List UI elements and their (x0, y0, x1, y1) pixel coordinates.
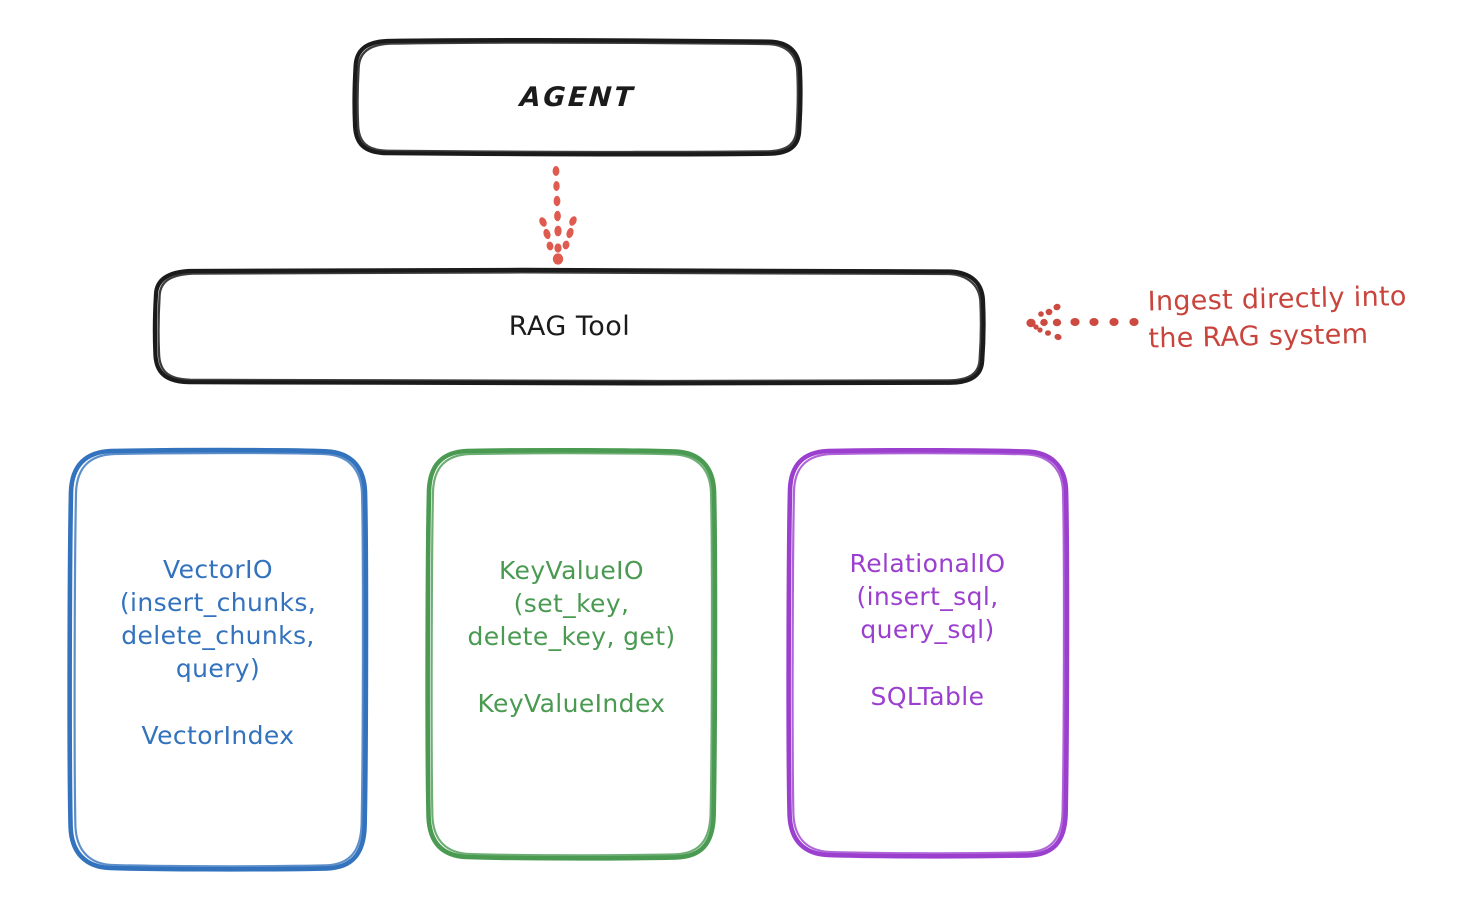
sql-table-label: SQLTable (870, 682, 985, 711)
relational-io-node[interactable]: RelationalIO (insert_sql, query_sql) SQL… (789, 450, 1066, 856)
rag-tool-node[interactable]: RAG Tool (155, 270, 984, 383)
vector-io-node[interactable]: VectorIO (insert_chunks, delete_chunks, … (70, 450, 366, 869)
vector-box-outline (67, 447, 369, 872)
relational-io-api-label: RelationalIO (insert_sql, query_sql) (849, 549, 1006, 644)
keyvalue-io-content: KeyValueIO (set_key, delete_key, get) Ke… (467, 554, 675, 718)
ingest-arrow-connector (1026, 303, 1139, 341)
keyvalue-index-label: KeyValueIndex (477, 689, 666, 718)
agent-box-outline (352, 37, 803, 157)
vector-io-content: VectorIO (insert_chunks, delete_chunks, … (120, 553, 316, 750)
vector-index-label: VectorIndex (141, 721, 295, 750)
keyvalue-io-node[interactable]: KeyValueIO (set_key, delete_key, get) Ke… (428, 450, 715, 858)
agent-label: AGENT (519, 81, 637, 113)
keyvalue-io-api-label: KeyValueIO (set_key, delete_key, get) (467, 556, 676, 651)
agent-to-rag-connector (539, 166, 577, 265)
relational-box-outline (786, 447, 1070, 859)
vector-io-api-label: VectorIO (insert_chunks, delete_chunks, … (119, 555, 317, 683)
rag-tool-label: RAG Tool (508, 311, 631, 342)
rag-tool-box-outline (152, 267, 986, 386)
keyvalue-box-outline (425, 447, 718, 861)
ingest-annotation-text: Ingest directly into the RAG system (1147, 281, 1407, 355)
relational-io-content: RelationalIO (insert_sql, query_sql) SQL… (850, 547, 1006, 711)
agent-node[interactable]: AGENT (355, 40, 801, 154)
